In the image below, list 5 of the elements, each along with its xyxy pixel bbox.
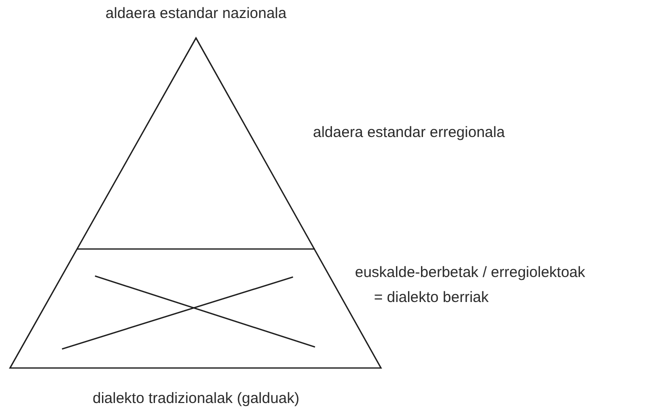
level-label: aldaera estandar erregionala [313, 124, 505, 142]
level-label: dialekto tradizionalak (galduak) [92, 390, 300, 408]
level-label: aldaera estandar nazionala [106, 5, 286, 23]
level-label: euskalde-berbetak / erregiolektoak [355, 264, 586, 282]
level-label: = dialekto berriak [374, 289, 489, 307]
